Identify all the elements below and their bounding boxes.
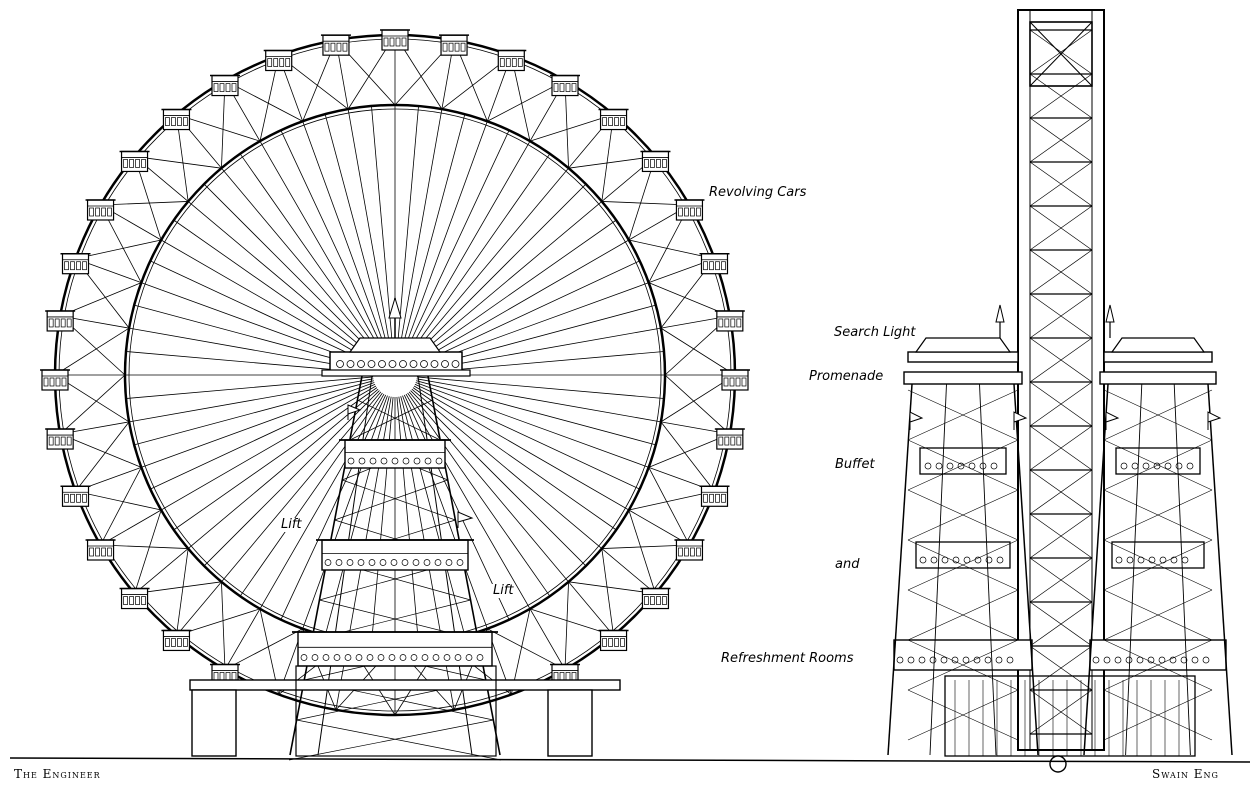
revolving-car xyxy=(699,485,730,507)
revolving-car xyxy=(210,74,240,97)
side-elevation xyxy=(887,9,1233,773)
pedestal xyxy=(547,689,593,757)
base-structure xyxy=(295,665,497,757)
search-light-side xyxy=(995,304,1005,323)
base-beam xyxy=(189,679,621,691)
revolving-car xyxy=(439,34,470,56)
lift-label-right: Lift xyxy=(492,583,515,598)
refreshment-rooms-label: Refreshment Rooms xyxy=(720,651,855,666)
revolving-car xyxy=(699,252,730,275)
flag-icon xyxy=(457,511,474,528)
revolving-car xyxy=(496,49,527,72)
wheel-spokes xyxy=(125,105,665,645)
revolving-car xyxy=(45,310,76,332)
revolving-car xyxy=(598,108,629,131)
revolving-car xyxy=(640,150,671,173)
revolving-car xyxy=(60,485,91,507)
flag-icon xyxy=(1013,411,1028,430)
flag-icon xyxy=(909,411,924,430)
search-light-label: Search Light xyxy=(833,325,917,340)
flag-icon xyxy=(1207,411,1222,430)
revolving-car xyxy=(720,369,750,391)
search-light-side xyxy=(1105,304,1115,323)
lift-label-left: Lift xyxy=(280,517,303,532)
buffet-label: Buffet xyxy=(834,457,876,472)
promenade-label: Promenade xyxy=(808,369,885,384)
hub-platform xyxy=(321,296,471,377)
deck-level-3 xyxy=(292,631,498,667)
revolving-car xyxy=(85,199,116,221)
base-front xyxy=(189,665,621,757)
axle-icon xyxy=(1049,755,1067,773)
front-elevation xyxy=(40,29,750,761)
revolving-car xyxy=(60,252,91,275)
revolving-car xyxy=(714,428,745,450)
revolving-car xyxy=(119,150,150,173)
revolving-car xyxy=(161,629,192,652)
revolving-car xyxy=(45,428,76,450)
revolving-car xyxy=(550,74,580,97)
revolving-car xyxy=(714,310,745,332)
side-pavilion-right xyxy=(1083,337,1233,756)
side-pavilion-left xyxy=(887,337,1039,756)
flag-icon xyxy=(347,404,362,420)
revolving-cars-label: Revolving Cars xyxy=(708,185,808,200)
revolving-car xyxy=(40,369,70,391)
revolving-car xyxy=(119,587,150,610)
revolving-car xyxy=(640,587,671,610)
pedestal xyxy=(191,689,237,757)
revolving-cars xyxy=(40,29,750,686)
flag-icon xyxy=(1105,411,1120,430)
revolving-car xyxy=(320,34,351,56)
revolving-car xyxy=(380,29,410,51)
deck-level-2 xyxy=(316,539,474,571)
revolving-car xyxy=(85,539,116,561)
deck-level-1 xyxy=(339,439,451,469)
revolving-car xyxy=(674,539,705,561)
revolving-car xyxy=(598,629,629,652)
ground-line xyxy=(9,757,1251,763)
revolving-car xyxy=(674,199,705,221)
revolving-car xyxy=(263,49,294,72)
revolving-car xyxy=(161,108,192,131)
side-base-structure xyxy=(944,675,1196,757)
credit-left: The Engineer xyxy=(14,767,101,781)
tower-top-box xyxy=(1029,21,1093,87)
and-label: and xyxy=(834,557,861,572)
search-light-front xyxy=(388,296,402,319)
credit-right: Swain Eng xyxy=(1152,767,1219,781)
